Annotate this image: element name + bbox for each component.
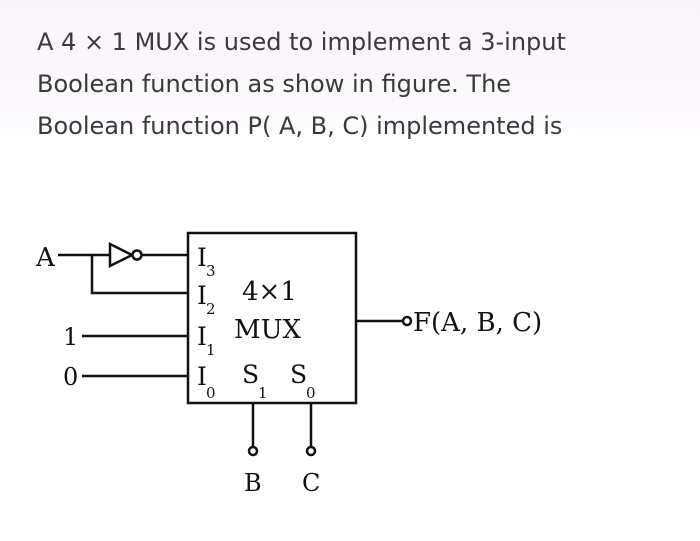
output-label: F(A, B, C) xyxy=(413,308,542,338)
pin-i0-label: I xyxy=(197,362,207,391)
input-a-label: A xyxy=(35,243,56,273)
pin-s0-subscript: 0 xyxy=(306,384,316,402)
pin-s0-label: S xyxy=(290,360,307,389)
select-c-terminal xyxy=(305,445,317,457)
select-b-label: B xyxy=(244,469,262,497)
pin-i2-subscript: 2 xyxy=(206,300,216,318)
pin-i1-subscript: 1 xyxy=(206,341,216,359)
mux-title-size: 4×1 xyxy=(242,277,297,307)
pin-i3-subscript: 3 xyxy=(206,262,216,280)
pin-s1-label: S xyxy=(242,360,259,389)
pin-i0-subscript: 0 xyxy=(206,384,216,402)
pin-i3-label: I xyxy=(197,243,207,272)
const-1-label: 1 xyxy=(63,323,78,351)
pin-i1-label: I xyxy=(197,322,207,351)
const-0-label: 0 xyxy=(63,363,78,391)
select-b-terminal xyxy=(247,445,259,457)
mux-title-label: MUX xyxy=(234,315,302,345)
not-gate-icon xyxy=(108,241,135,269)
question-line-2: Boolean function as show in figure. The xyxy=(37,70,512,98)
wire-a-to-i2 xyxy=(90,255,188,295)
pin-s1-subscript: 1 xyxy=(258,384,268,402)
mux-box xyxy=(186,231,358,405)
output-terminal xyxy=(401,315,413,327)
select-c-label: C xyxy=(302,469,320,497)
not-gate-bubble xyxy=(131,249,143,261)
question-line-3: Boolean function P( A, B, C) implemented… xyxy=(37,112,563,140)
pin-i2-label: I xyxy=(197,281,207,310)
question-line-1: A 4 × 1 MUX is used to implement a 3-inp… xyxy=(37,28,566,56)
question-background xyxy=(0,0,700,160)
